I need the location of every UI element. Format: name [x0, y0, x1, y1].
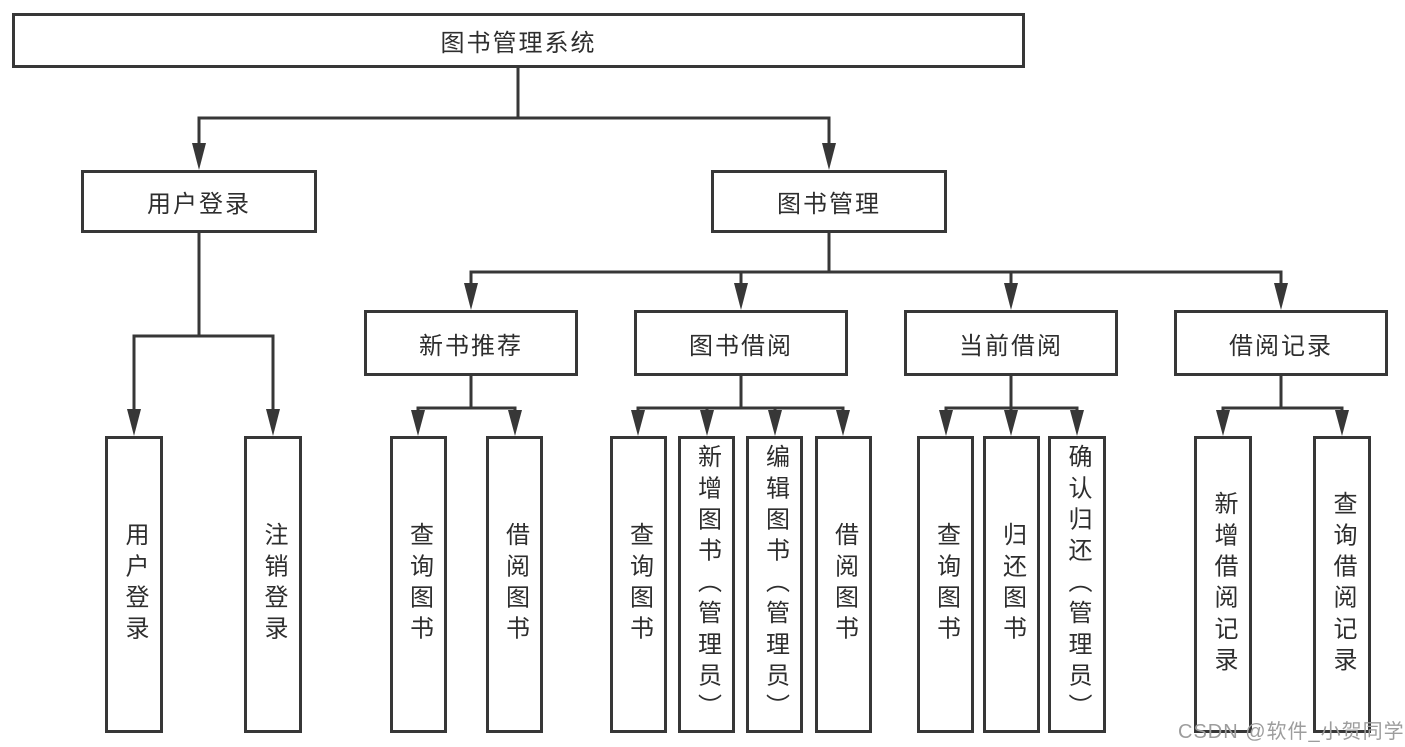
- node-system-root-label: 图书管理系统: [440, 30, 597, 57]
- node-book-management-label: 图书管理: [777, 191, 881, 218]
- node-user-login-label: 用户登录: [147, 191, 251, 218]
- leaf-logout-label: 注销登录: [260, 522, 287, 647]
- leaf-br-add-record-label: 新增借阅记录: [1210, 490, 1237, 679]
- leaf-nbr-query-books: 查询图书: [390, 436, 447, 733]
- leaf-bb-edit-books-admin: 编辑图书（管理员）: [746, 436, 803, 733]
- node-book-borrowing-label: 图书借阅: [689, 332, 793, 360]
- leaf-bb-borrow-books: 借阅图书: [815, 436, 872, 733]
- leaf-br-add-record: 新增借阅记录: [1194, 436, 1252, 733]
- node-user-login: 用户登录: [81, 170, 317, 233]
- leaf-bb-borrow-books-label: 借阅图书: [830, 522, 858, 647]
- leaf-logout: 注销登录: [244, 436, 302, 733]
- node-book-management: 图书管理: [711, 170, 947, 233]
- node-new-book-recommend-label: 新书推荐: [419, 332, 523, 360]
- node-borrowing-records-label: 借阅记录: [1229, 332, 1333, 360]
- leaf-cb-confirm-return-admin: 确认归还（管理员）: [1048, 436, 1106, 733]
- leaf-nbr-query-books-label: 查询图书: [405, 522, 433, 647]
- csdn-watermark: CSDN @软件_小贺同学: [1178, 721, 1405, 743]
- leaf-cb-query-books: 查询图书: [917, 436, 974, 733]
- leaf-cb-query-books-label: 查询图书: [932, 522, 960, 647]
- leaf-bb-edit-books-admin-label: 编辑图书（管理员）: [761, 444, 789, 725]
- leaf-user-login: 用户登录: [105, 436, 163, 733]
- leaf-cb-confirm-return-admin-label: 确认归还（管理员）: [1064, 444, 1091, 725]
- leaf-cb-return-books: 归还图书: [983, 436, 1040, 733]
- leaf-bb-query-books: 查询图书: [610, 436, 667, 733]
- node-current-borrowing-label: 当前借阅: [959, 332, 1063, 360]
- leaf-user-login-label: 用户登录: [121, 522, 148, 647]
- leaf-nbr-borrow-books: 借阅图书: [486, 436, 543, 733]
- node-borrowing-records: 借阅记录: [1174, 310, 1388, 376]
- leaf-nbr-borrow-books-label: 借阅图书: [501, 522, 529, 647]
- leaf-bb-query-books-label: 查询图书: [625, 522, 653, 647]
- node-book-borrowing: 图书借阅: [634, 310, 848, 376]
- leaf-bb-add-books-admin: 新增图书（管理员）: [678, 436, 735, 733]
- leaf-br-query-record-label: 查询借阅记录: [1329, 490, 1356, 679]
- node-system-root: 图书管理系统: [12, 13, 1025, 68]
- node-current-borrowing: 当前借阅: [904, 310, 1118, 376]
- leaf-br-query-record: 查询借阅记录: [1313, 436, 1371, 733]
- leaf-cb-return-books-label: 归还图书: [998, 522, 1026, 647]
- leaf-bb-add-books-admin-label: 新增图书（管理员）: [693, 444, 721, 725]
- node-new-book-recommend: 新书推荐: [364, 310, 578, 376]
